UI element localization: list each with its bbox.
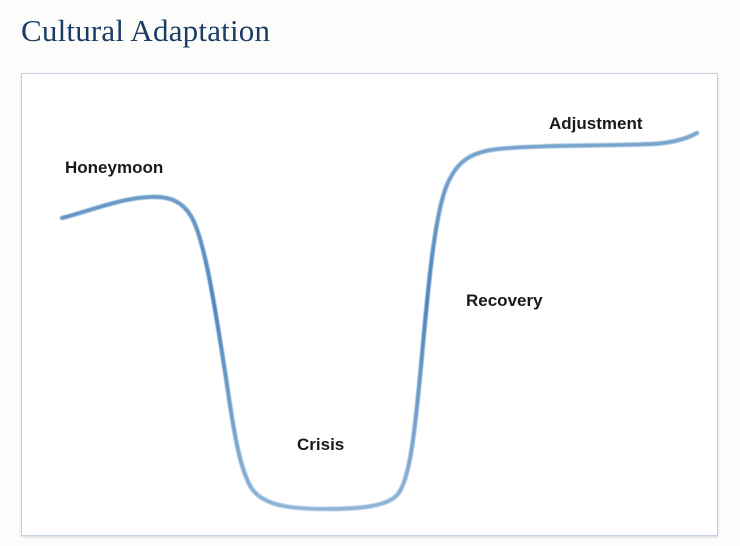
stage-label-crisis: Crisis <box>297 435 345 454</box>
chart-frame <box>21 73 718 536</box>
page-title: Cultural Adaptation <box>21 13 271 48</box>
stage-label-honeymoon: Honeymoon <box>65 158 164 177</box>
stage-label-adjustment: Adjustment <box>549 114 643 133</box>
stage-label-recovery: Recovery <box>466 291 543 310</box>
